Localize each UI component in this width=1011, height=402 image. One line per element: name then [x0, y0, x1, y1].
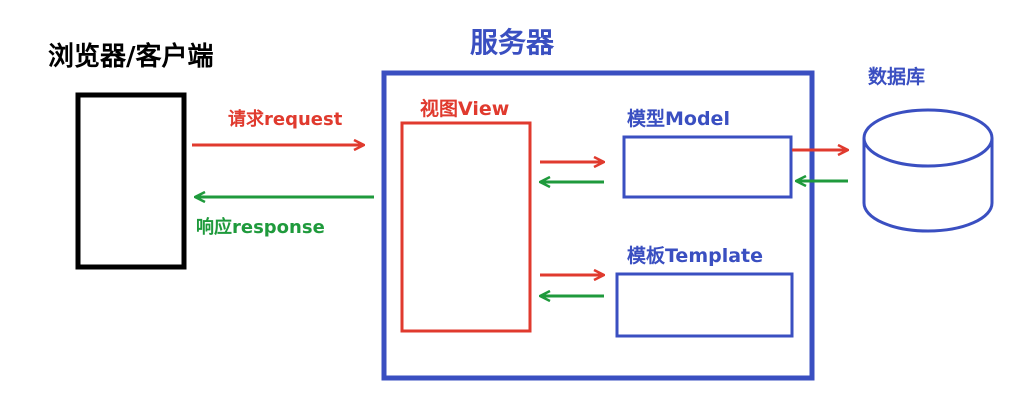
database-cylinder	[862, 108, 994, 233]
template-box	[615, 272, 794, 338]
model-label: 模型Model	[627, 107, 730, 130]
model-box	[622, 135, 793, 199]
template-label: 模板Template	[627, 244, 763, 267]
request-label: 请求request	[228, 108, 343, 130]
view-box	[400, 121, 532, 333]
view-label: 视图View	[420, 97, 509, 120]
server-label: 服务器	[470, 26, 555, 59]
database-label: 数据库	[868, 65, 925, 88]
response-label: 响应response	[196, 216, 325, 238]
browser-label: 浏览器/客户端	[48, 41, 214, 72]
server-box	[381, 70, 815, 381]
browser-box	[75, 92, 187, 270]
